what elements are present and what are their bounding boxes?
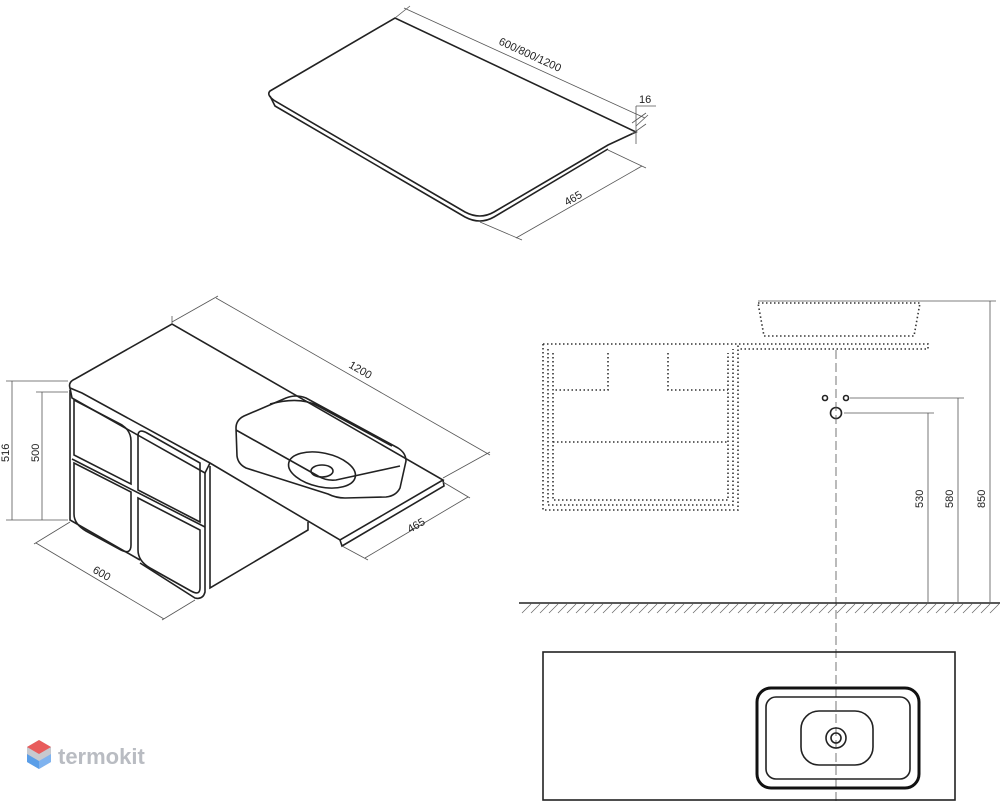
hatch-line [944,603,955,614]
hatch-line [863,603,874,614]
countertop-view: 600/800/1200 16 465 [268,5,656,241]
hatch-line [575,603,586,614]
hatch-line [755,603,766,614]
hatch-line [809,603,820,614]
hatch-line [926,603,937,614]
hatch-line [908,603,919,614]
hatch-line [638,603,649,614]
countertop-thickness-label: 16 [639,94,651,106]
elevation-h3-label: 850 [976,490,988,508]
hatch-line [962,603,973,614]
hatch-line [566,603,577,614]
plan-view [542,651,956,801]
hatch-line [989,603,1000,614]
cabinet-length-label: 1200 [347,359,374,382]
hatch-line [611,603,622,614]
hatch-line [935,603,946,614]
countertop-depth-label: 465 [563,189,585,209]
hatch-line [845,603,856,614]
hatch-line [728,603,739,614]
hatch-line [674,603,685,614]
hatch-line [791,603,802,614]
hatch-line [782,603,793,614]
elevation-view: 530 580 850 [519,300,1000,803]
hatch-line [629,603,640,614]
hatch-line [881,603,892,614]
hatch-line [980,603,991,614]
hatch-line [836,603,847,614]
hatch-line [719,603,730,614]
hatch-line [737,603,748,614]
hatch-line [917,603,928,614]
cabinet-height-total-label: 516 [0,444,12,462]
hatch-line [764,603,775,614]
cabinet-depth-label: 465 [406,516,428,536]
cabinet-view: 1200 465 600 516 500 [0,295,491,621]
hatch-line [593,603,604,614]
hatch-line [854,603,865,614]
cabinet-height-body-label: 500 [30,444,42,462]
hatch-line [971,603,982,614]
termokit-logo: termokit [27,740,145,769]
hatch-line [899,603,910,614]
hatch-line [746,603,757,614]
hatch-line [620,603,631,614]
hatch-line [872,603,883,614]
hatch-line [665,603,676,614]
hatch-line [584,603,595,614]
elevation-h2-label: 580 [944,490,956,508]
hatch-line [539,603,550,614]
hatch-line [656,603,667,614]
hatch-line [692,603,703,614]
logo-text: termokit [58,744,145,769]
hatch-line [530,603,541,614]
hatch-line [710,603,721,614]
hatch-line [602,603,613,614]
hatch-line [548,603,559,614]
hatch-line [818,603,829,614]
hatch-line [683,603,694,614]
elevation-h1-label: 530 [914,490,926,508]
hatch-line [521,603,532,614]
hatch-line [890,603,901,614]
hatch-line [827,603,838,614]
hatch-line [773,603,784,614]
hatch-line [647,603,658,614]
cabinet-width-label: 600 [91,564,113,584]
floor-hatch [521,603,1000,614]
hatch-line [557,603,568,614]
hatch-line [800,603,811,614]
hatch-line [701,603,712,614]
hatch-line [953,603,964,614]
